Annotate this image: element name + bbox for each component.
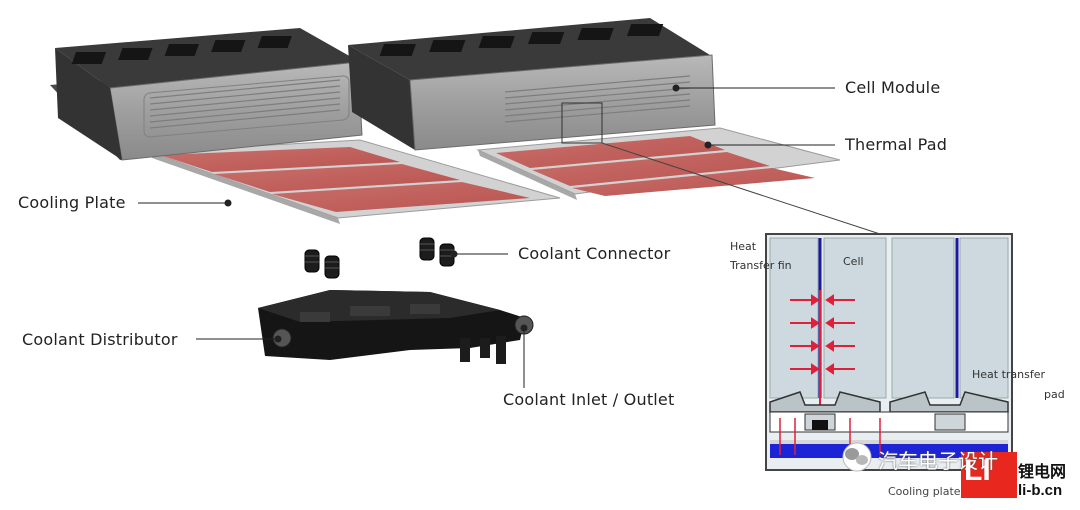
cell-label: Cell	[843, 255, 864, 268]
cooling-plate-label: Cooling Plate	[18, 193, 126, 212]
heat-transfer-pad-label-2: pad	[1044, 388, 1065, 401]
wechat-logo	[842, 442, 872, 472]
coolant-distributor	[258, 290, 534, 364]
heat-transfer-fin-label-1: Heat	[730, 240, 757, 253]
wechat-watermark-text: 汽车电子设计	[878, 449, 998, 473]
heat-transfer-pad-label-1: Heat transfer	[972, 368, 1046, 381]
coolant-connector-label: Coolant Connector	[518, 244, 671, 263]
coolant-inlet-outlet-label: Coolant Inlet / Outlet	[503, 390, 675, 409]
site-url-text: li-b.cn	[1018, 482, 1063, 499]
detail-region-marker	[561, 102, 603, 144]
site-logo-box	[961, 452, 1017, 498]
heat-flow-arrows	[790, 290, 855, 420]
cooling-plate-detail-label: Cooling plate	[888, 485, 961, 498]
zoom-line	[601, 142, 881, 235]
thermal-pad-label: Thermal Pad	[845, 135, 948, 154]
heat-transfer-fin-label-2: Transfer fin	[730, 259, 792, 272]
right-cell-module	[348, 18, 716, 151]
site-logo-letters: LI	[964, 454, 991, 487]
coolant-distributor-label: Coolant Distributor	[22, 330, 178, 349]
site-name-text: 锂电网	[1018, 462, 1067, 481]
coolant-connectors	[304, 237, 455, 279]
left-thermal-pads	[160, 147, 530, 212]
cell-module-label: Cell Module	[845, 78, 941, 97]
leader-lines	[138, 84, 835, 388]
coolant-channel	[770, 444, 1008, 458]
left-cell-module	[50, 28, 363, 161]
right-thermal-pads	[496, 136, 815, 196]
detail-inset	[765, 233, 1013, 471]
